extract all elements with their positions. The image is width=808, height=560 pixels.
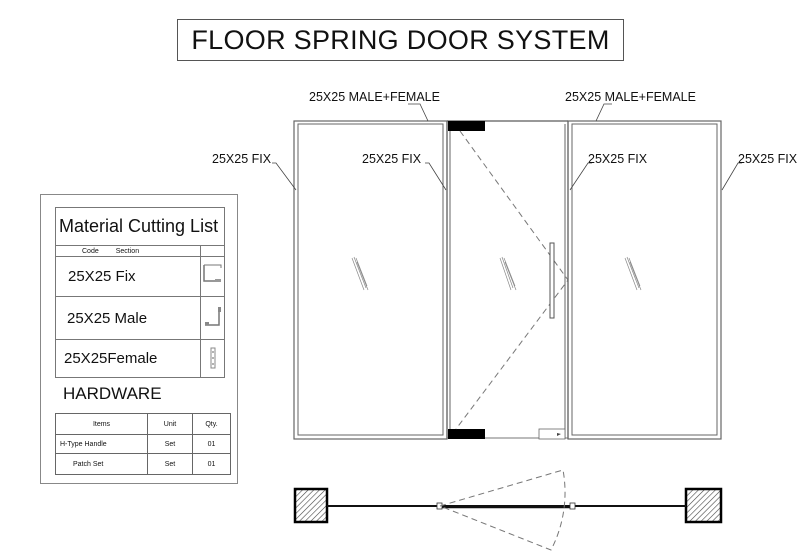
table-row: 25X25 Fix	[56, 257, 224, 297]
wall-jamb-right	[684, 487, 723, 524]
table-row: Patch Set Set 01	[55, 453, 231, 475]
label-male-female-right: 25X25 MALE+FEMALE	[565, 90, 696, 104]
female-profile-icon	[201, 340, 224, 377]
glass-reflection-icon	[624, 256, 642, 291]
code-cell: 25X25 Male	[56, 297, 201, 339]
glass-reflection-icon	[499, 256, 517, 291]
door-swing-arc	[438, 469, 566, 551]
unit-cell: Set	[147, 434, 193, 454]
leader-lines	[272, 103, 742, 191]
h-type-handle	[549, 242, 555, 319]
material-cutting-list-header: Code Section	[56, 246, 224, 257]
bottom-patch-fitting	[448, 429, 485, 439]
label-fix-inner-right: 25X25 FIX	[588, 152, 648, 166]
label-fix-outer-left: 25X25 FIX	[212, 152, 272, 166]
qty-cell: 01	[192, 453, 231, 475]
column-section: Section	[115, 247, 140, 255]
table-row: 25X25 Male	[56, 297, 224, 340]
table-row: 25X25Female	[56, 340, 224, 377]
right-fixed-panel	[567, 120, 722, 440]
qty-cell: 01	[192, 434, 231, 454]
table-header-row: Items Unit Qty.	[55, 413, 231, 435]
glass-reflection-icon	[351, 256, 369, 291]
hardware-title: HARDWARE	[63, 384, 162, 403]
item-cell: Patch Set	[55, 453, 148, 475]
male-profile-icon	[201, 297, 224, 339]
label-fix-inner-left: 25X25 FIX	[362, 152, 422, 166]
material-cutting-list-title: Material Cutting List	[56, 208, 224, 246]
column-unit: Unit	[147, 413, 193, 435]
table-row: H-Type Handle Set 01	[55, 434, 231, 454]
code-cell: 25X25 Fix	[56, 257, 201, 296]
label-male-female-left: 25X25 MALE+FEMALE	[309, 90, 440, 104]
left-fixed-panel	[293, 120, 448, 440]
plan-view	[293, 469, 723, 551]
top-patch-fitting	[448, 121, 485, 131]
item-cell: H-Type Handle	[55, 434, 148, 454]
label-fix-outer-right: 25X25 FIX	[738, 152, 798, 166]
code-cell: 25X25Female	[56, 340, 201, 377]
drawing-title: FLOOR SPRING DOOR SYSTEM	[177, 19, 624, 61]
column-items: Items	[55, 413, 148, 435]
fix-profile-icon	[201, 257, 224, 296]
material-cutting-list: Material Cutting List Code Section 25X25…	[55, 207, 225, 378]
center-door-leaf	[446, 121, 569, 440]
hardware-table: Items Unit Qty. H-Type Handle Set 01 Pat…	[55, 413, 231, 475]
wall-jamb-left	[293, 487, 329, 524]
floor-spring-cover	[538, 428, 566, 440]
column-qty: Qty.	[192, 413, 231, 435]
unit-cell: Set	[147, 453, 193, 475]
material-panel: Material Cutting List Code Section 25X25…	[40, 194, 238, 484]
column-code: Code	[82, 247, 99, 255]
